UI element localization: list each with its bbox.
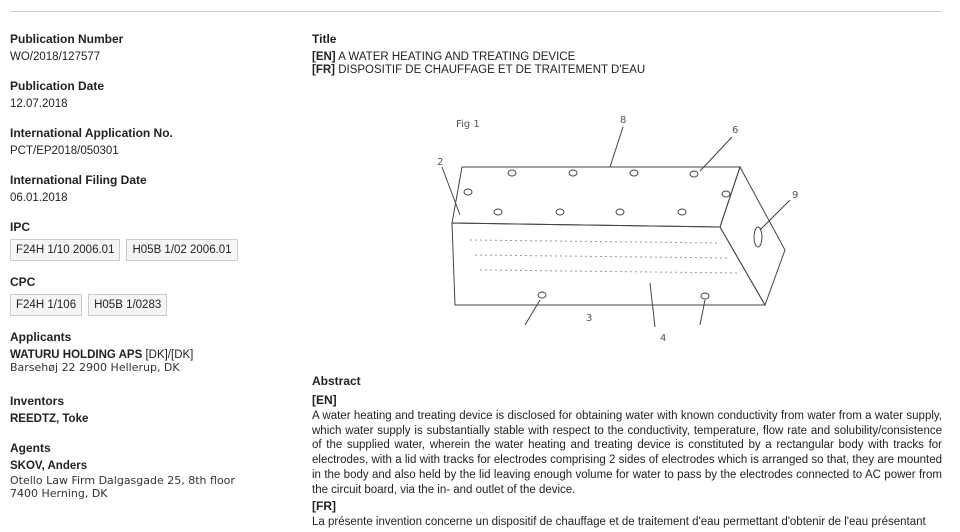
abstract-fr-text: La présente invention concerne un dispos…	[312, 516, 926, 529]
publication-date-value: 12.07.2018	[10, 98, 68, 110]
ref-3: 3	[586, 313, 592, 324]
publication-number-value: WO/2018/127577	[10, 51, 101, 63]
ipc-label: IPC	[10, 220, 31, 234]
patent-drawing[interactable]: Fig 1 8 6 2 9 3 4	[420, 105, 820, 355]
cpc-codes: F24H 1/106 H05B 1/0283	[10, 294, 300, 316]
agent-address-line2: 7400 Herning, DK	[10, 487, 108, 500]
application-no-label: International Application No.	[10, 126, 173, 140]
abstract-label: Abstract	[312, 374, 361, 388]
ipc-chip[interactable]: H05B 1/02 2006.01	[126, 239, 238, 261]
cpc-label: CPC	[10, 275, 36, 289]
filing-date-label: International Filing Date	[10, 173, 147, 187]
reference-leaders	[441, 126, 791, 328]
title-fr-tag: [FR]	[312, 64, 335, 76]
abstract-section: Abstract [EN] A water heating and treati…	[312, 374, 942, 532]
ref-6: 6	[732, 125, 738, 136]
title-en-tag: [EN]	[312, 51, 336, 63]
top-divider	[10, 11, 942, 12]
inventors-label: Inventors	[10, 394, 65, 408]
fig-label: Fig 1	[456, 119, 480, 130]
agent-address-line1: Otello Law Firm Dalgasgade 25, 8th floor	[10, 474, 235, 487]
title-section: Title [EN] A WATER HEATING AND TREATING …	[312, 32, 942, 76]
applicant-country: [DK]/[DK]	[142, 349, 194, 361]
title-label: Title	[312, 32, 337, 46]
cpc-chip[interactable]: F24H 1/106	[10, 294, 83, 316]
cpc-chip[interactable]: H05B 1/0283	[88, 294, 168, 316]
bibliographic-data: Publication Number WO/2018/127577 Public…	[10, 32, 300, 500]
box-side-face	[719, 165, 786, 307]
box-front-face	[451, 222, 766, 306]
publication-number-label: Publication Number	[10, 32, 124, 46]
agent-name: SKOV, Anders	[10, 460, 88, 472]
ref-9: 9	[792, 190, 798, 201]
filing-date-value: 06.01.2018	[10, 192, 68, 204]
abstract-fr-tag: [FR]	[312, 499, 336, 514]
agents-label: Agents	[10, 441, 51, 455]
applicant-name: WATURU HOLDING APS	[10, 349, 143, 361]
publication-date-label: Publication Date	[10, 79, 105, 93]
application-no-value: PCT/EP2018/050301	[10, 145, 119, 157]
applicants-label: Applicants	[10, 330, 72, 344]
ref-8: 8	[620, 115, 626, 126]
internal-electrodes	[469, 239, 741, 274]
inventor-name: REEDTZ, Toke	[10, 413, 89, 425]
ref-2: 2	[437, 157, 443, 168]
title-en: A WATER HEATING AND TREATING DEVICE	[335, 51, 576, 63]
screw-holes	[463, 169, 763, 300]
abstract-en-tag: [EN]	[312, 393, 337, 407]
ipc-chip[interactable]: F24H 1/10 2006.01	[10, 239, 121, 261]
title-fr: DISPOSITIF DE CHAUFFAGE ET DE TRAITEMENT…	[335, 64, 646, 76]
applicant-address: Barsehøj 22 2900 Hellerup, DK	[10, 361, 180, 374]
ref-4: 4	[660, 333, 666, 344]
abstract-en-text: A water heating and treating device is d…	[312, 410, 942, 496]
ipc-codes: F24H 1/10 2006.01 H05B 1/02 2006.01	[10, 239, 300, 261]
